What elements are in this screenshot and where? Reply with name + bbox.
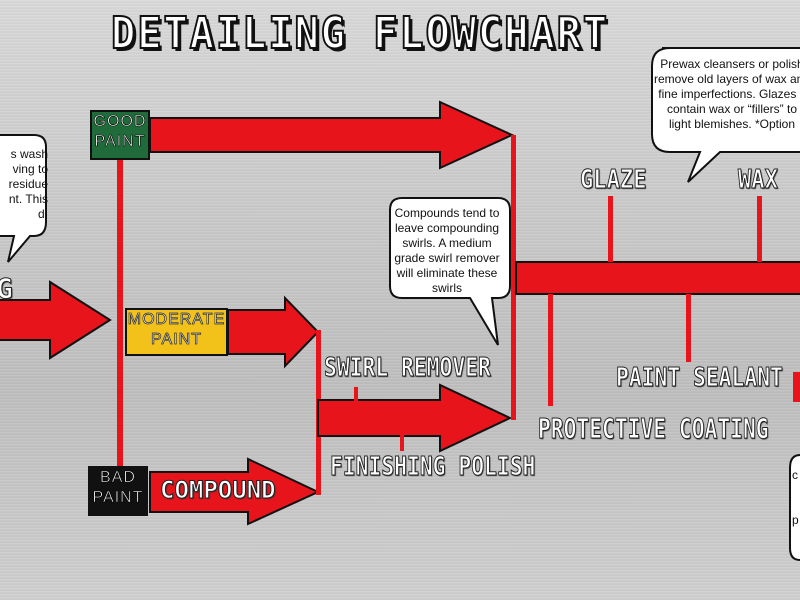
bad-paint-label-line2: PAINT — [92, 489, 144, 507]
compound-arrow — [149, 457, 321, 526]
main-vertical-connector — [117, 160, 123, 466]
glaze-branch — [608, 196, 613, 262]
finishing-tick — [400, 435, 404, 451]
good-paint-label-line2: PAINT — [94, 133, 146, 151]
right-vertical-connector — [511, 135, 516, 420]
swirl-remover-label: SWIRL REMOVER — [324, 353, 492, 384]
finishing-polish-label: FINISHING POLISH — [330, 452, 536, 483]
moderate-paint-box: MODERATE PAINT — [125, 308, 228, 356]
compounds-note-text: Compounds tend to leave compounding swir… — [394, 206, 500, 295]
main-horizontal-bar — [515, 261, 800, 295]
compounds-note-bubble — [389, 197, 511, 346]
paint-sealant-label: PAINT SEALANT — [616, 363, 784, 394]
protective-branch — [548, 294, 553, 406]
right-note-text: c p — [792, 468, 799, 527]
good-paint-box: GOOD PAINT — [90, 110, 150, 160]
bad-paint-box: BAD PAINT — [88, 466, 148, 516]
good-paint-arrow — [149, 100, 515, 170]
sealant-branch — [686, 294, 691, 362]
wax-label: WAX — [738, 165, 779, 196]
wax-branch — [757, 196, 762, 262]
bad-paint-label-line1: BAD — [100, 469, 136, 487]
swirl-remover-arrow — [317, 383, 513, 453]
protective-coating-label: PROTECTIVE COATING — [538, 412, 769, 446]
page-title: DETAILING FLOWCHART — [110, 7, 610, 60]
good-paint-label-line1: GOOD — [93, 113, 147, 131]
glaze-label: GLAZE — [580, 165, 647, 196]
moderate-paint-arrow — [227, 295, 320, 369]
incoming-arrow — [0, 280, 112, 360]
right-edge-branch — [793, 372, 800, 402]
moderate-paint-label-line2: PAINT — [151, 331, 202, 349]
moderate-paint-label-line1: MODERATE — [127, 311, 226, 329]
wash-note-text: s wash ving to residue nt. This d. — [8, 147, 48, 221]
left-partial-label: G — [0, 272, 13, 306]
prewax-note-bubble — [651, 47, 800, 183]
wash-note-bubble — [0, 134, 47, 263]
compound-label: COMPOUND — [160, 476, 277, 505]
swirl-tick — [354, 387, 358, 401]
prewax-note-text: Prewax cleansers or polish remove old la… — [653, 57, 800, 131]
